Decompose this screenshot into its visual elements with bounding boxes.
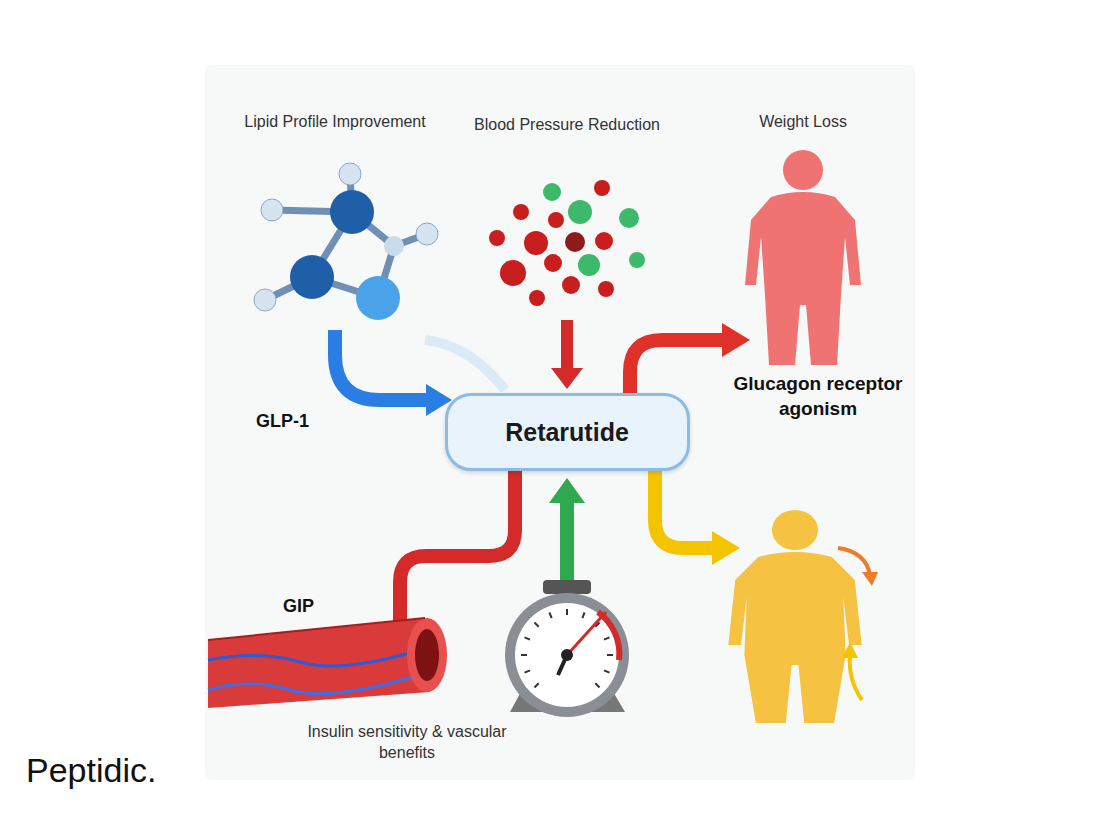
yellow-arrow: [655, 470, 740, 565]
gauge-tick: [534, 683, 538, 687]
gauge-tick: [582, 613, 584, 619]
faint-arrow: [425, 340, 505, 390]
gauge-tick: [604, 637, 610, 639]
yellow-up-arrow: [842, 642, 862, 700]
gauge-tick: [604, 670, 610, 672]
benefit-label: Insulin sensitivity & vascular benefits: [302, 722, 512, 764]
central-box: Retarutide: [445, 393, 690, 471]
gauge-tick: [607, 654, 613, 656]
gauge-tick: [566, 609, 568, 615]
gauge-tick: [525, 637, 531, 639]
gauge-tick: [595, 683, 599, 687]
green-arrow: [549, 478, 585, 590]
gauge-tick: [521, 654, 527, 656]
person-figure: [728, 510, 861, 723]
node-title: Retarutide: [505, 418, 629, 447]
watermark: Peptidic.: [26, 748, 156, 792]
gauge-tick: [549, 613, 551, 619]
molecule-atoms: [254, 163, 438, 320]
molecule-icon: [265, 174, 427, 300]
blood-vessel: [208, 618, 447, 708]
person-figure: [745, 150, 861, 365]
gauge-tick: [525, 670, 531, 672]
gauge-icon: [505, 580, 629, 717]
red-right-arrow: [630, 323, 750, 395]
benefit-label: Blood Pressure Reduction: [467, 115, 667, 136]
blood-cells: [489, 180, 645, 306]
benefit-label: Lipid Profile Improvement: [235, 112, 435, 133]
red-pipe: [400, 470, 515, 624]
blue-arrow: [335, 330, 452, 416]
receptor-label: GLP-1: [256, 410, 309, 433]
red-down-arrow: [551, 320, 583, 389]
gauge-tick: [534, 622, 538, 626]
benefit-label: Weight Loss: [718, 112, 888, 133]
receptor-label: Glucagon receptor agonism: [703, 372, 933, 421]
receptor-label: GIP: [283, 595, 314, 618]
orange-curved-arrow: [838, 548, 878, 586]
